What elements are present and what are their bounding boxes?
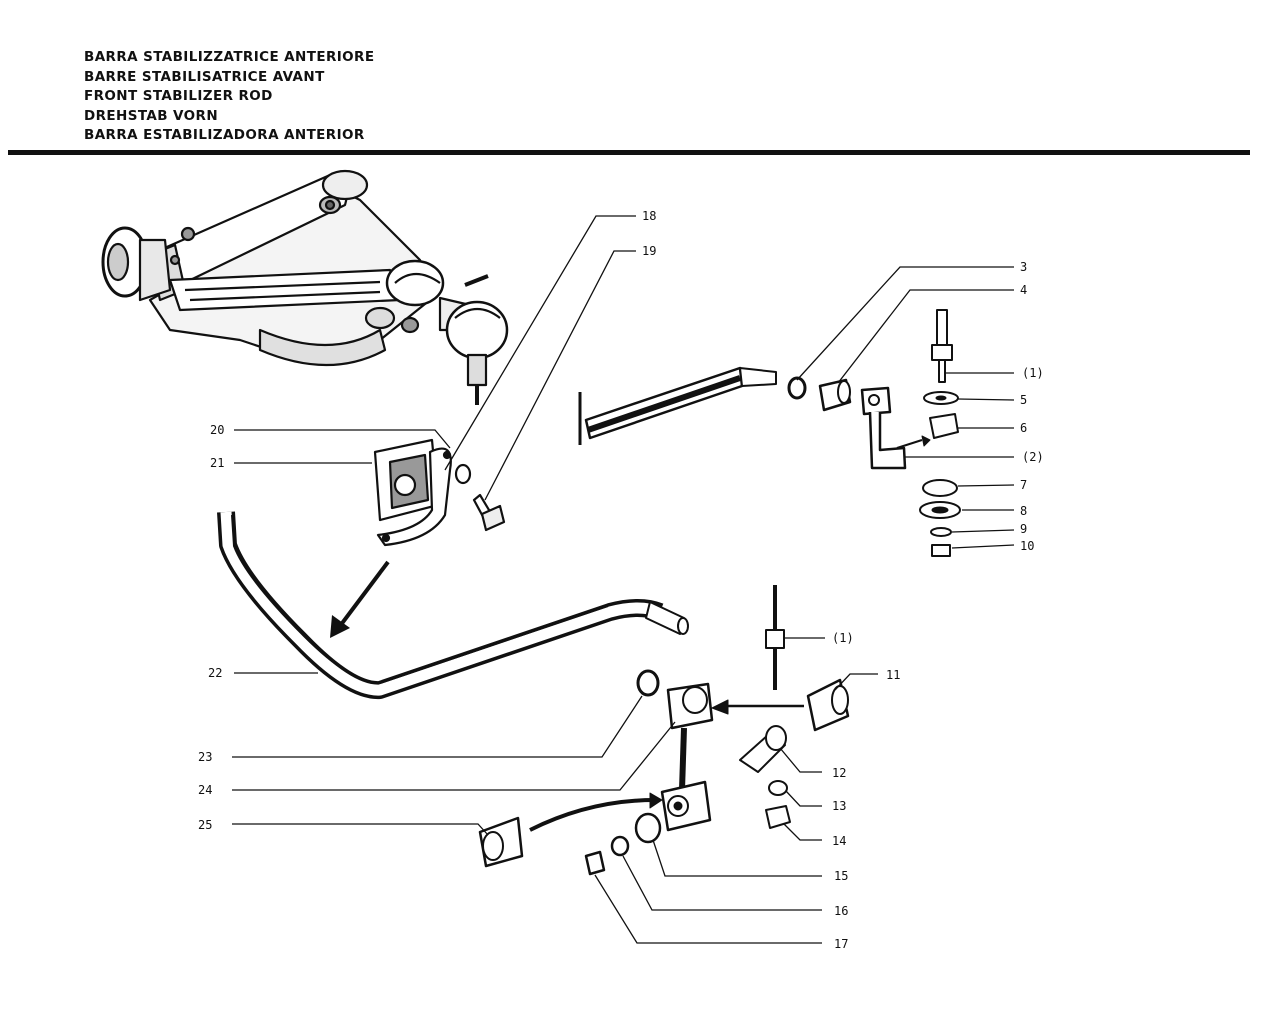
callout-18: 18 [642,209,656,223]
leader-lines [232,215,1015,944]
callout-25: 25 [198,818,212,832]
callout-13: 13 [832,799,846,813]
callout-4: 4 [1020,283,1027,297]
callout-23: 23 [198,750,212,764]
callout-17: 17 [834,937,848,951]
callout-1-lower: (1) [832,631,854,645]
callout-12: 12 [832,766,846,780]
callout-16: 16 [834,904,848,918]
callout-21: 21 [210,456,224,470]
callout-14: 14 [832,834,846,848]
callout-3: 3 [1020,260,1027,274]
title-spanish: BARRA ESTABILIZADORA ANTERIOR [84,127,365,144]
assembly-arrow [330,560,390,638]
callout-1-upper: (1) [1022,366,1044,380]
callout-labels: 18 19 20 21 22 3 4 (1) 5 6 (2) 7 8 9 10 … [198,209,1044,951]
header-rule [8,150,1250,155]
callout-7: 7 [1020,478,1027,492]
title-block: BARRA STABILIZZATRICE ANTERIORE BARRE ST… [84,48,374,146]
stabilizer-bar-illustration [217,511,689,700]
callout-6: 6 [1020,421,1027,435]
callout-24: 24 [198,783,212,797]
title-italian: BARRA STABILIZZATRICE ANTERIORE [84,49,375,65]
callout-9: 9 [1020,522,1027,536]
title-german: DREHSTAB VORN [84,107,219,124]
control-arm-illustration [101,169,509,405]
link-assembly-upper [578,309,961,557]
callout-10: 10 [1020,539,1034,553]
callout-22: 22 [208,666,222,680]
callout-20: 20 [210,423,224,437]
title-french: BARRE STABILISATRICE AVANT [84,68,325,85]
callout-8: 8 [1020,504,1027,518]
callout-5: 5 [1020,393,1027,407]
callout-19: 19 [642,244,656,258]
link-assembly-lower [478,585,850,876]
callout-15: 15 [834,869,848,883]
title-english: FRONT STABILIZER ROD [84,88,273,105]
bracket-and-bush-illustration [373,438,506,547]
callout-11: 11 [886,668,900,682]
callout-2: (2) [1022,450,1044,464]
